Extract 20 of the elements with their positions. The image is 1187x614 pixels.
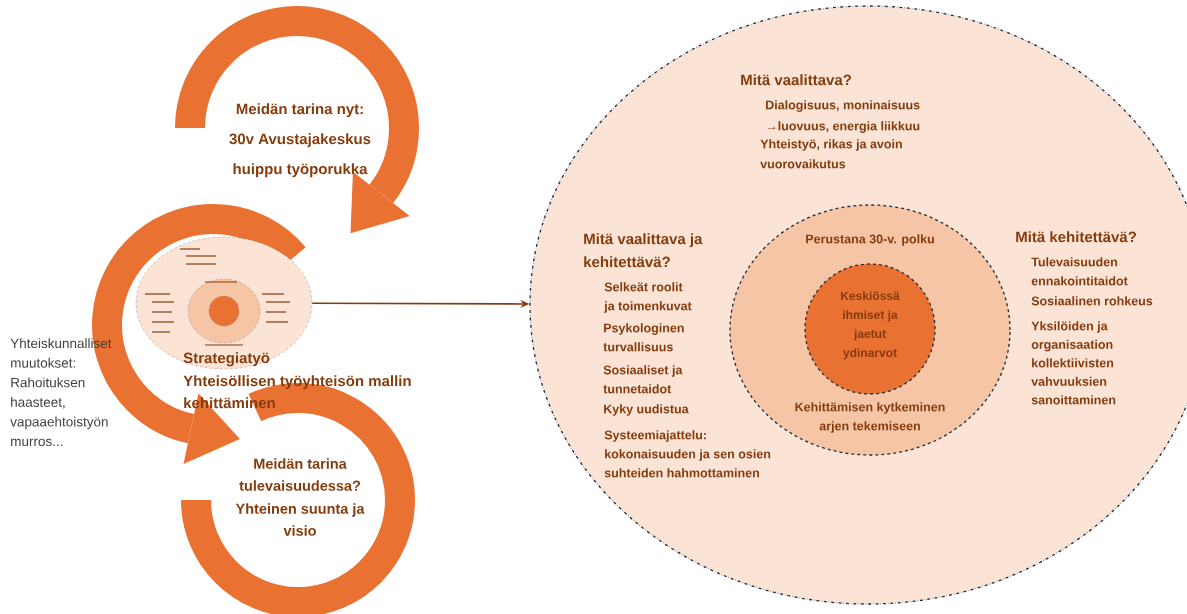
topic-text: Mitä kehitettävä? <box>1016 231 1136 243</box>
story-text: Meidän tarina nyt: 30v Avustajakeskus huippu työporukka <box>229 103 371 178</box>
topic-text: Mitä vaalittava? <box>741 74 852 86</box>
topic-text: Mitä vaalittava ja kehitettävä? <box>584 233 703 268</box>
story-text: Meidän tarina tulevaisuudessa? <box>239 458 360 491</box>
topic-text: Kehittämisen kytkeminen arjen tekemiseen <box>795 402 945 433</box>
topic-text: Perustana 30-v. polku <box>806 234 934 246</box>
topic-text: Systeemiajattelu: kokonaisuuden ja sen osien suhteiden hahmottaminen <box>604 430 771 478</box>
topic-text: Sosiaaliset ja tunnetaidot <box>603 365 683 394</box>
topic-text: Psykologinen turvallisuus <box>603 323 684 352</box>
core-text: Keskiössä ihmiset ja jaetut ydinarvot <box>841 291 900 360</box>
topic-text: Dialogisuus, moninaisuus →luovuus, energia liikkuu <box>766 100 920 133</box>
topic-text: Kyky uudistua <box>604 404 689 416</box>
topic-text: Sosiaalinen rohkeus <box>1031 296 1153 306</box>
topic-text: Yksilöiden ja organisaation kollektiivisten vahvuuksien sanoittaminen <box>1031 321 1116 405</box>
topic-text: Yhteistyö, rikas ja avoin vuorovaikutus <box>760 139 902 169</box>
story-text: Yhteinen suunta ja visio <box>235 503 365 536</box>
topic-text: Selkeät roolit ja toimenkuvat <box>604 282 692 313</box>
topic-text: Tulevaisuuden ennakointitaidot <box>1031 257 1128 286</box>
caption-text: Strategiatyö <box>183 352 270 367</box>
